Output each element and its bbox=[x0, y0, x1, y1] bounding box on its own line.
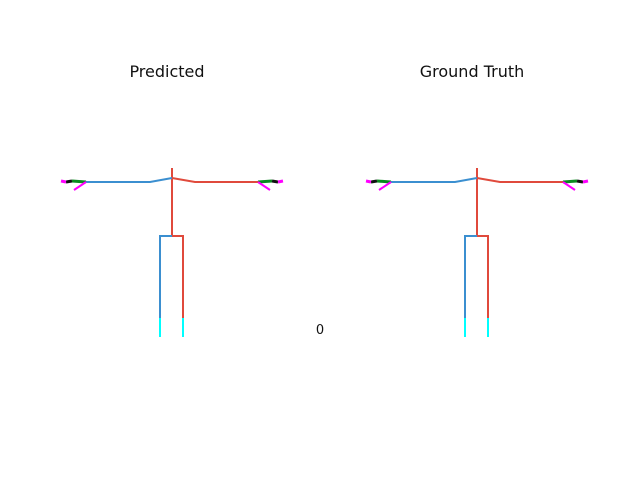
right-hand-green-segment bbox=[257, 179, 273, 184]
right-hand-thumb-segment bbox=[257, 181, 271, 191]
ground-truth-panel-title: Ground Truth bbox=[419, 62, 525, 81]
predicted-skeleton-group bbox=[60, 168, 284, 337]
left-leg-segment bbox=[464, 235, 477, 318]
right-arm-segment bbox=[171, 177, 258, 183]
ground-truth-skeleton-group bbox=[365, 168, 589, 337]
left-hand-tip-segment bbox=[60, 179, 67, 184]
predicted-panel-title: Predicted bbox=[129, 62, 205, 81]
left-hand-green-segment bbox=[376, 179, 392, 184]
left-hand-black-segment bbox=[370, 179, 378, 184]
right-leg-segment bbox=[172, 235, 184, 318]
right-arm-segment bbox=[476, 177, 563, 183]
right-hand-black-segment bbox=[271, 179, 279, 184]
left-hand-thumb-segment bbox=[378, 181, 392, 191]
frame-index-label: 0 bbox=[315, 323, 325, 338]
left-leg-segment bbox=[159, 235, 172, 318]
right-hand-green-segment bbox=[562, 179, 578, 184]
left-hand-black-segment bbox=[65, 179, 73, 184]
left-arm-segment bbox=[391, 177, 478, 183]
left-hand-thumb-segment bbox=[73, 181, 87, 191]
right-hand-tip-segment bbox=[277, 179, 284, 184]
right-hand-tip-segment bbox=[582, 179, 589, 184]
left-hand-tip-segment bbox=[365, 179, 372, 184]
left-hand-green-segment bbox=[71, 179, 87, 184]
right-hand-thumb-segment bbox=[562, 181, 576, 191]
left-arm-segment bbox=[86, 177, 173, 183]
right-hand-black-segment bbox=[576, 179, 584, 184]
right-leg-segment bbox=[477, 235, 489, 318]
